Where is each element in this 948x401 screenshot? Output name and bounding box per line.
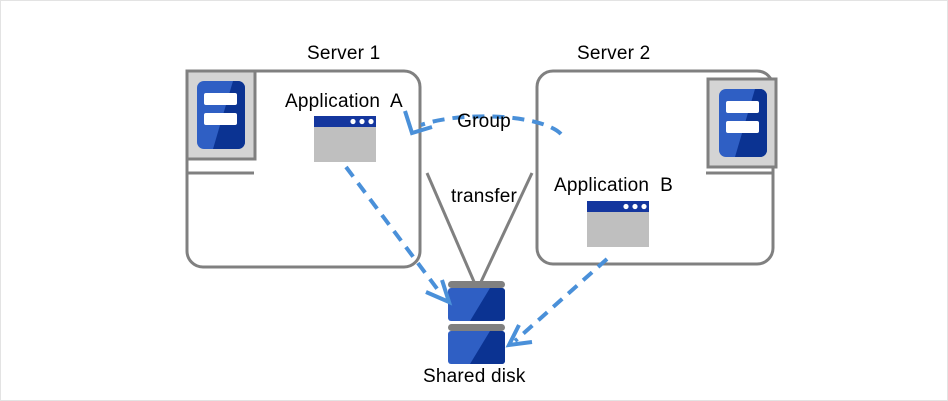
app-window-dot <box>641 203 647 210</box>
app-window-dot <box>359 118 365 125</box>
app-b-to-disk-line <box>513 257 609 343</box>
group-transfer-arrow-line <box>420 114 563 136</box>
disk-bar-top <box>448 281 505 288</box>
app-window-icon <box>587 201 649 247</box>
group-transfer-label-line2: transfer <box>451 186 518 207</box>
server-icon <box>706 77 778 169</box>
group-transfer-label: Group transfer <box>451 59 517 259</box>
app-window-dot <box>350 118 356 125</box>
server2-to-disk-line <box>478 172 534 285</box>
app-a-to-disk-line <box>344 165 443 296</box>
server-icon-bar-2 <box>726 121 759 133</box>
server-icon-bar-1 <box>726 101 759 113</box>
disk-stack-icon[interactable] <box>448 281 505 364</box>
group-transfer-label-line1: Group <box>457 111 511 132</box>
server1-to-disk-line <box>425 172 477 285</box>
server1-label: Server 1 <box>307 43 381 64</box>
server1-box[interactable] <box>185 69 422 269</box>
server2-label: Server 2 <box>577 43 651 64</box>
server-icon-bar-1 <box>204 93 237 105</box>
app-window-dot <box>632 203 638 210</box>
app-window-titlebar <box>314 116 376 127</box>
server-to-disk-connectors <box>425 172 534 285</box>
app-a-to-disk-arrowhead <box>425 279 453 306</box>
disk-platter-lower-shade <box>470 331 505 364</box>
server1-box-outline <box>185 69 422 269</box>
application-a-label: Application A <box>285 91 403 112</box>
app-b-to-disk-arrowhead <box>505 324 533 348</box>
server-icon-bar-2 <box>204 113 237 125</box>
app-window-icon <box>314 116 376 162</box>
app-a-to-disk-arrow[interactable] <box>344 165 453 306</box>
disk-bar-middle <box>448 324 505 331</box>
app-window-dot <box>623 203 629 210</box>
server-icon <box>185 69 257 161</box>
app-window-titlebar <box>587 201 649 212</box>
application-b-label: Application B <box>554 175 673 196</box>
shared-disk-label: Shared disk <box>423 366 526 387</box>
app-window-dot <box>368 118 374 125</box>
group-transfer-arrowhead <box>403 110 433 136</box>
group-transfer-arrow[interactable] <box>403 110 563 136</box>
disk-platter-upper-shade <box>470 288 505 321</box>
app-b-to-disk-arrow[interactable] <box>505 257 609 348</box>
